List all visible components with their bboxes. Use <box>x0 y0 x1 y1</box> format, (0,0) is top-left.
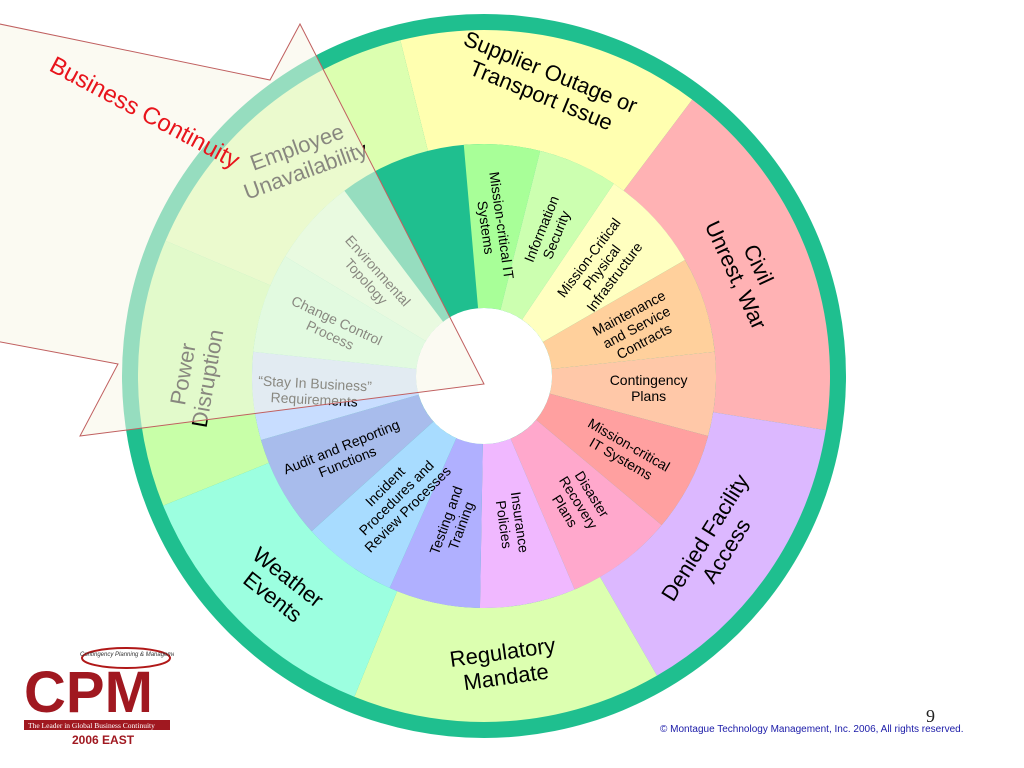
inner-segment-disaster <box>510 419 662 590</box>
inner-segment-audit <box>260 394 434 532</box>
outer-segment-weather <box>163 462 398 697</box>
inner-segment-contingency <box>549 351 716 437</box>
arrow-shape <box>0 22 485 437</box>
logo-letters: CPM <box>24 660 153 725</box>
copyright-notice: © Montague Technology Management, Inc. 2… <box>660 724 964 735</box>
logo-tagline: Contingency Planning & Management <box>80 652 174 658</box>
logo-swoosh <box>81 647 171 669</box>
outer-segment-regulatory <box>354 576 657 722</box>
outer-segment-denied <box>600 412 826 676</box>
inner-segment-mission-it-right <box>536 393 709 526</box>
inner-segment-testing <box>389 438 483 608</box>
inner-segment-incident <box>311 421 457 588</box>
logo-edition: 2006 EAST <box>72 733 135 747</box>
logo-banner-text: The Leader in Global Business Continuity <box>28 721 155 730</box>
inner-segment-info-security <box>500 150 614 320</box>
inner-segment-insurance <box>479 438 575 608</box>
cpm-logo: Contingency Planning & Management CPM Th… <box>24 647 174 747</box>
business-continuity-arrow: Business Continuity <box>0 22 485 437</box>
outer-segment-civil <box>623 99 830 431</box>
inner-segment-maintenance <box>542 260 715 369</box>
inner-segment-mission-physical <box>522 183 685 342</box>
outer-segment-supplier <box>400 29 693 191</box>
page-number: 9 <box>926 706 935 726</box>
logo-banner <box>24 720 170 730</box>
inner-segment-mission-it-top <box>463 144 541 311</box>
